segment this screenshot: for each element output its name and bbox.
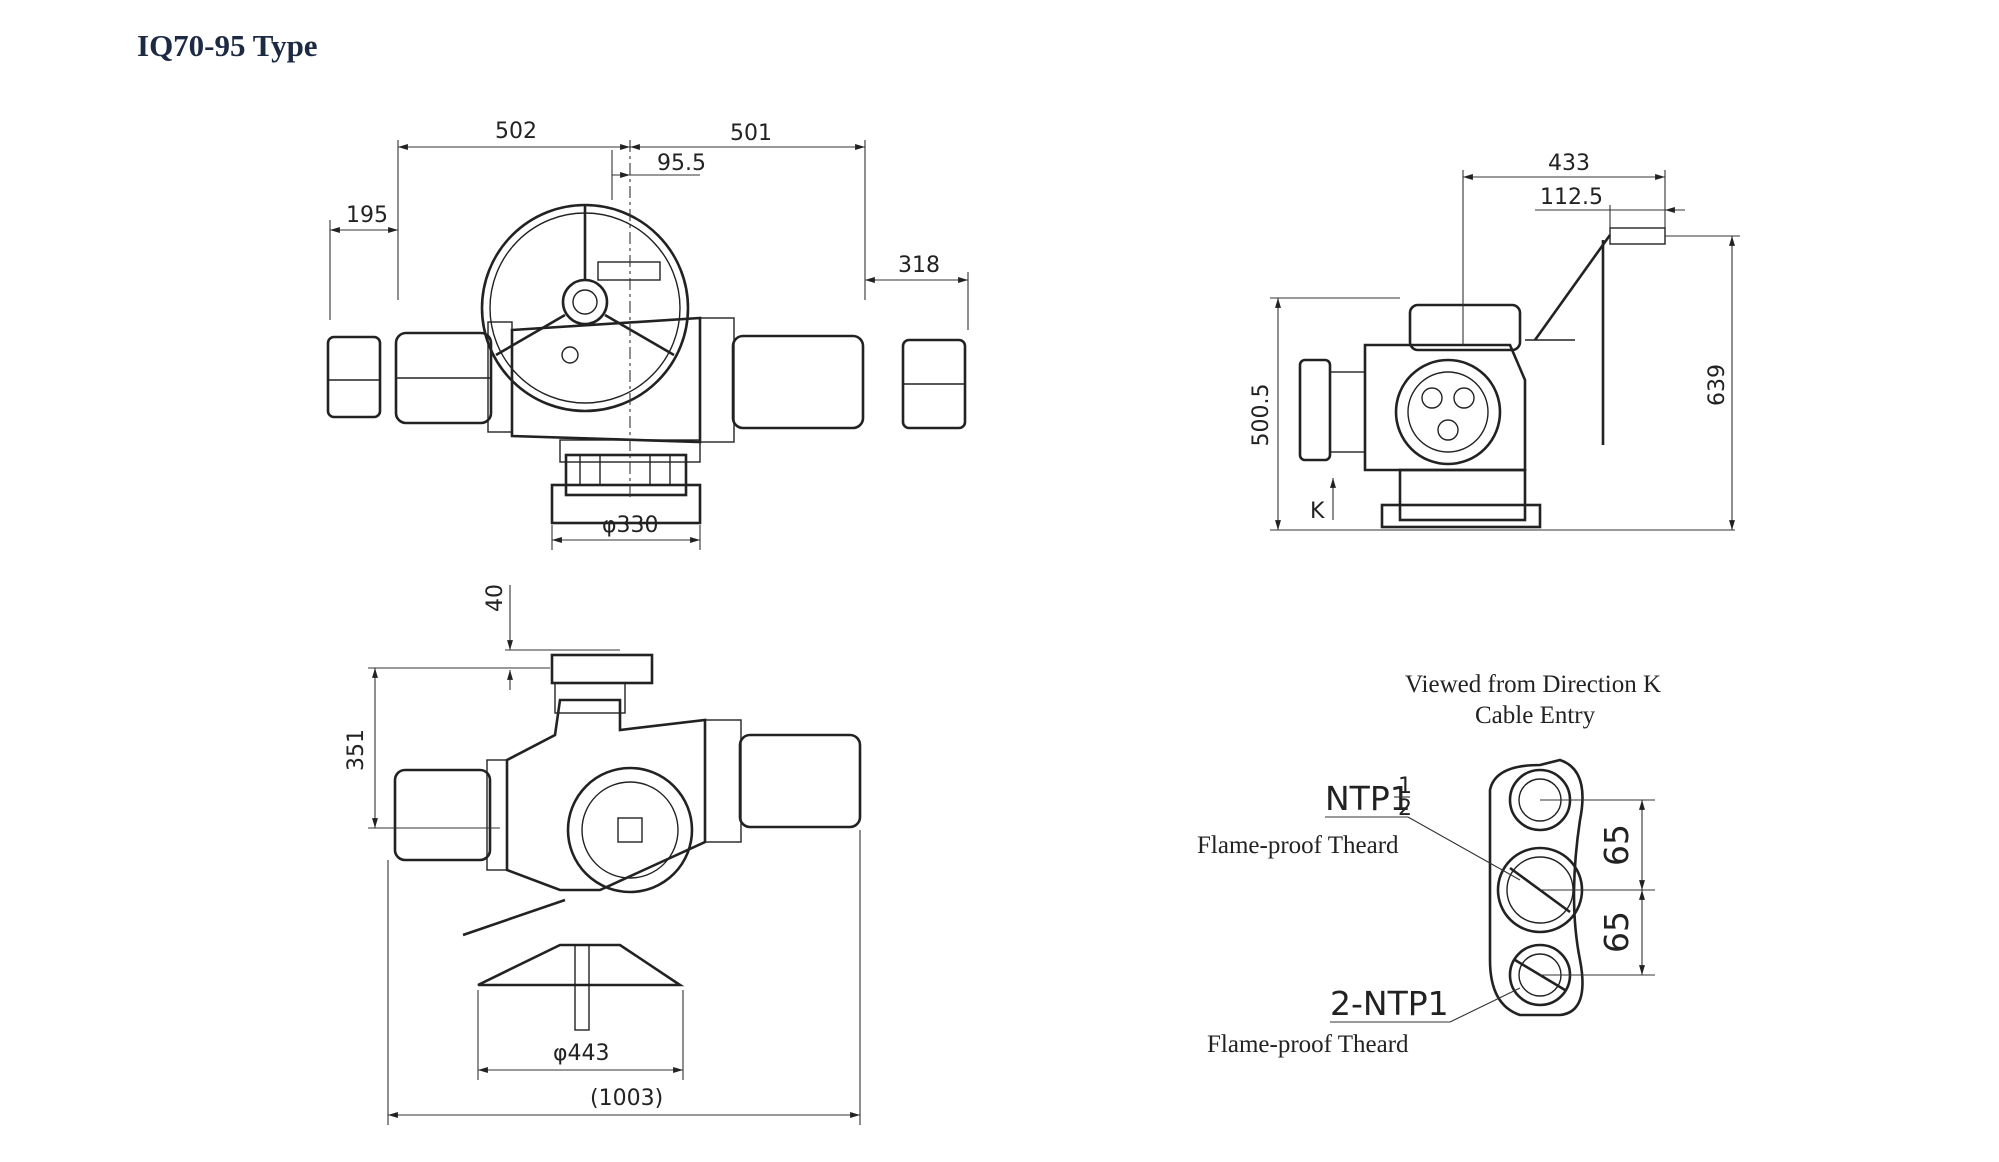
label-bottom-note: Flame-proof Theard xyxy=(1207,1031,1409,1058)
side-top-housing xyxy=(1408,303,1522,352)
side-cover-disc xyxy=(1394,358,1502,466)
plan-base-plate xyxy=(477,943,685,987)
left-motor-cover xyxy=(326,335,382,419)
side-base xyxy=(1398,468,1527,522)
dim-plan-base: φ443 xyxy=(553,1041,610,1066)
label-2-ntp1: 2-NTP1 xyxy=(1330,984,1449,1023)
plan-top-cover xyxy=(550,653,654,685)
label-ntp1-half: NTP1 xyxy=(1325,779,1411,818)
plan-left-motor xyxy=(393,768,492,862)
dim-handwheel-offset: 112.5 xyxy=(1540,185,1603,210)
dim-offset: 95.5 xyxy=(657,151,706,176)
base-flange-lower xyxy=(550,483,702,525)
dim-side-total-height: 639 xyxy=(1705,364,1730,406)
dim-plan-height: 351 xyxy=(344,729,369,771)
dim-flange-diameter: φ330 xyxy=(602,513,659,538)
direction-k-label: K xyxy=(1310,499,1325,524)
dim-plan-overall: (1003) xyxy=(590,1086,663,1111)
label-top-note: Flame-proof Theard xyxy=(1197,832,1399,859)
front-elevation-view: 502 501 95.5 195 318 φ330 xyxy=(326,119,969,550)
side-handwheel xyxy=(1533,234,1612,341)
label-fraction-num: 1 xyxy=(1398,774,1412,799)
gearbox-body xyxy=(510,316,702,444)
cable-entry-caption-1: Viewed from Direction K xyxy=(1405,671,1661,698)
cable-entry-detail: Viewed from Direction K Cable Entry 65 6… xyxy=(1197,671,1661,1058)
plan-output-disc xyxy=(566,766,694,894)
right-motor xyxy=(731,334,865,430)
plan-gearbox xyxy=(505,698,707,892)
dim-left-motor: 195 xyxy=(346,203,388,228)
handwheel xyxy=(480,203,690,413)
drawing-title: IQ70-95 Type xyxy=(137,28,318,63)
dim-right-gap: 501 xyxy=(730,121,772,146)
dim-side-width: 433 xyxy=(1548,151,1590,176)
plan-view: 351 40 φ443 (1003) xyxy=(344,584,862,1125)
side-elevation-view: 433 112.5 500.5 639 K xyxy=(1249,151,1740,531)
label-fraction-den: 2 xyxy=(1398,796,1412,821)
dim-right-motor: 318 xyxy=(898,253,940,278)
base-flange-upper xyxy=(564,453,688,497)
side-terminal-box xyxy=(1298,358,1332,462)
dim-left-gap: 502 xyxy=(495,119,537,144)
cable-entry-plate xyxy=(1488,758,1584,1017)
dim-pitch-lower: 65 xyxy=(1597,911,1636,953)
handwheel-hub xyxy=(561,278,609,326)
dim-pitch-upper: 65 xyxy=(1597,824,1636,866)
dim-side-body-height: 500.5 xyxy=(1249,384,1274,447)
plan-right-motor xyxy=(738,733,862,829)
dim-plan-top: 40 xyxy=(483,584,508,612)
cable-entry-caption-2: Cable Entry xyxy=(1475,702,1596,729)
